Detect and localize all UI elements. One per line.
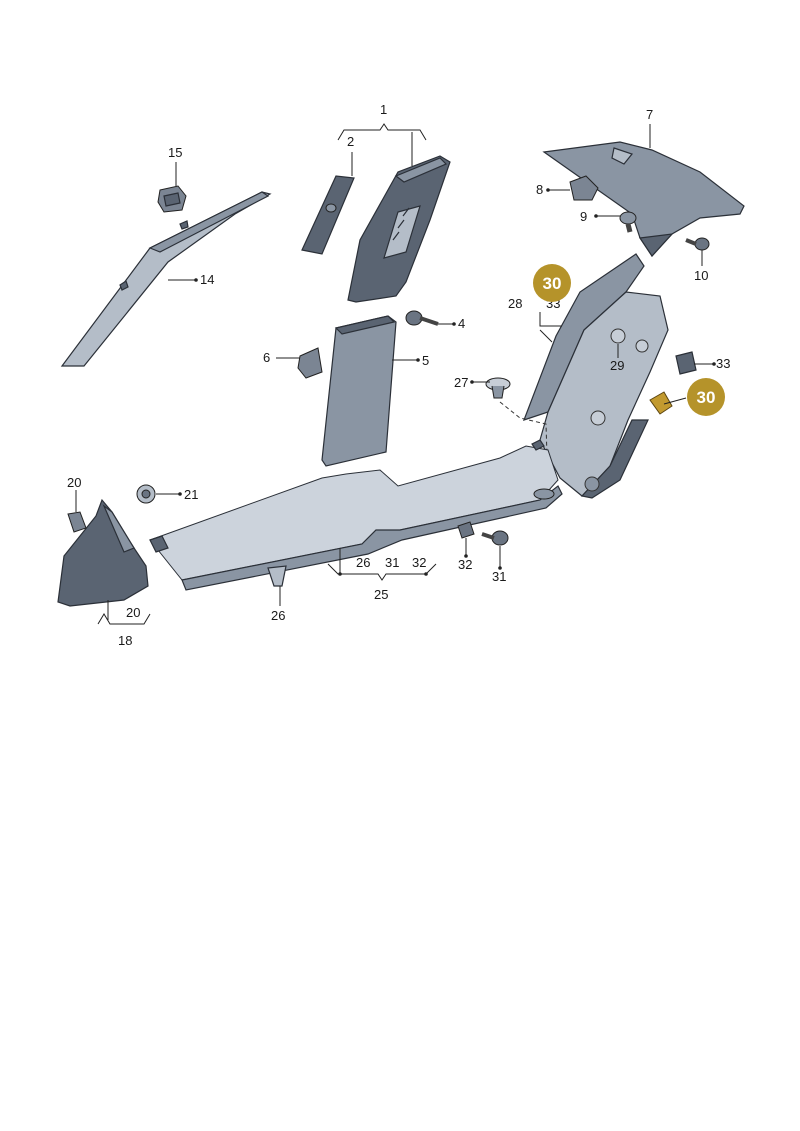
label-32-bottom: 32 [458, 557, 472, 572]
sill-trim [149, 439, 563, 591]
label-5: 5 [422, 353, 429, 368]
label-4: 4 [458, 316, 465, 331]
b-pillar-lower-trim [321, 315, 397, 467]
clip-part-30 [649, 391, 673, 415]
label-33: 33 [716, 356, 730, 371]
label-14: 14 [200, 272, 214, 287]
screw-part-31 [481, 530, 509, 546]
push-pin-part-27 [485, 377, 549, 489]
clip-part-33 [675, 351, 697, 375]
clip-part-6 [297, 347, 323, 379]
label-31-top: 31 [385, 555, 399, 570]
label-1: 1 [380, 102, 387, 117]
label-25: 25 [374, 587, 388, 602]
clip-part-15 [157, 185, 187, 213]
badge-30-bottom-text: 30 [697, 388, 716, 407]
label-20-top: 20 [67, 475, 81, 490]
leader-lines [75, 123, 714, 625]
label-31-bottom: 31 [492, 569, 506, 584]
leader-dots [178, 188, 716, 576]
label-29: 29 [610, 358, 624, 373]
trim-strip-part-2 [301, 175, 355, 255]
c-pillar-upper-trim [542, 141, 745, 257]
label-9: 9 [580, 209, 587, 224]
clip-part-26 [267, 565, 287, 587]
label-20-bottom: 20 [126, 605, 140, 620]
badge-30-top-text: 30 [543, 274, 562, 293]
label-32-top: 32 [412, 555, 426, 570]
label-18: 18 [118, 633, 132, 648]
push-pin-part-9 [619, 211, 637, 233]
a-pillar-trim [60, 191, 272, 367]
label-27: 27 [454, 375, 468, 390]
label-15: 15 [168, 145, 182, 160]
label-7: 7 [646, 107, 653, 122]
kick-panel [57, 498, 149, 607]
callout-labels: 1 2 15 14 4 5 6 7 8 9 10 28 33 29 33 27 … [67, 102, 730, 648]
c-pillar-lower-trim [522, 253, 669, 499]
screw-part-4 [405, 310, 439, 326]
clip-part-8 [569, 175, 599, 201]
clip-part-21 [136, 484, 156, 504]
badge-30-bottom: 30 [687, 378, 725, 416]
badge-30-top: 30 [533, 264, 571, 302]
label-21: 21 [184, 487, 198, 502]
label-26-bottom: 26 [271, 608, 285, 623]
b-pillar-upper-trim [347, 155, 451, 303]
clip-part-20 [67, 511, 87, 533]
label-6: 6 [263, 350, 270, 365]
label-2: 2 [347, 134, 354, 149]
screw-part-10 [685, 237, 710, 251]
label-28: 28 [508, 296, 522, 311]
label-10: 10 [694, 268, 708, 283]
label-26-top: 26 [356, 555, 370, 570]
nut-part-32 [457, 521, 475, 539]
label-8: 8 [536, 182, 543, 197]
